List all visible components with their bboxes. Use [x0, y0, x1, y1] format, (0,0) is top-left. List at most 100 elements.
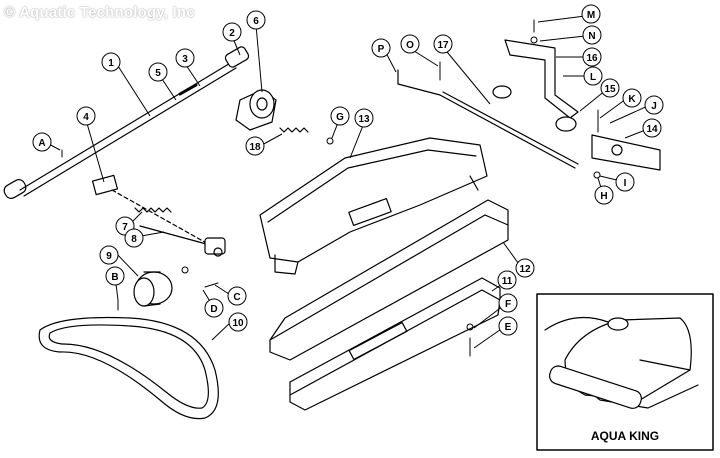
rail-11 — [289, 277, 501, 411]
callout-A: A — [32, 132, 52, 152]
pulley — [133, 271, 173, 307]
callout-circle — [581, 4, 601, 24]
callout-16: 16 — [582, 47, 602, 67]
callout-circle — [354, 108, 374, 128]
callout-2: 2 — [222, 22, 242, 42]
callout-label: 4 — [83, 112, 89, 123]
callout-label: G — [336, 112, 344, 123]
callout-label: H — [600, 191, 607, 202]
drive-belt — [38, 316, 219, 420]
inset-product-view — [536, 293, 714, 451]
callout-circle — [246, 10, 266, 30]
callout-circle — [400, 34, 420, 54]
callout-label: 11 — [502, 276, 513, 287]
callout-circle — [497, 270, 517, 290]
callout-circle — [204, 298, 224, 318]
callout-label: I — [624, 178, 627, 189]
callout-8: 8 — [124, 228, 144, 248]
callout-K: K — [622, 88, 642, 108]
callout-circle — [245, 136, 265, 156]
callout-circle — [644, 95, 664, 115]
lever-arm — [397, 69, 579, 169]
callout-label: 6 — [253, 16, 259, 27]
spring-18 — [279, 127, 309, 133]
callout-O: O — [400, 34, 420, 54]
callout-circle — [600, 78, 620, 98]
callout-circle — [175, 48, 195, 68]
callout-label: B — [111, 272, 118, 283]
callout-label: 7 — [122, 222, 128, 233]
callout-label: 12 — [519, 264, 531, 275]
callout-label: 10 — [232, 318, 244, 329]
callout-circle — [594, 185, 614, 205]
callout-6: 6 — [246, 10, 266, 30]
callout-12: 12 — [515, 258, 535, 278]
callout-14: 14 — [642, 118, 662, 138]
callout-label: K — [628, 94, 636, 105]
callout-label: 15 — [604, 84, 616, 95]
callout-label: 9 — [106, 251, 112, 262]
callout-circle — [99, 245, 119, 265]
callout-circle — [227, 286, 247, 306]
callout-E: E — [498, 316, 518, 336]
callout-circle — [76, 106, 96, 126]
callout-label: J — [651, 101, 657, 112]
callout-circle — [228, 312, 248, 332]
callout-L: L — [583, 66, 603, 86]
callout-label: 5 — [155, 68, 161, 79]
callout-5: 5 — [148, 62, 168, 82]
callout-label: C — [233, 292, 240, 303]
callout-circle — [498, 293, 518, 313]
chassis-plate — [259, 137, 488, 275]
callout-circle — [583, 66, 603, 86]
callout-13: 13 — [354, 108, 374, 128]
callout-circle — [32, 132, 52, 152]
callout-label: E — [505, 322, 512, 333]
callout-label: 14 — [646, 124, 658, 135]
callout-9: 9 — [99, 245, 119, 265]
wheel-assembly — [591, 134, 661, 171]
callout-4: 4 — [76, 106, 96, 126]
callout-B: B — [105, 266, 125, 286]
drive-shaft-rod — [3, 46, 250, 199]
callout-label: 3 — [182, 54, 188, 65]
callout-10: 10 — [228, 312, 248, 332]
callout-circle — [582, 47, 602, 67]
callout-label: N — [588, 31, 595, 42]
callout-15: 15 — [600, 78, 620, 98]
shaft-8 — [139, 225, 226, 257]
callout-label: F — [505, 299, 511, 310]
callout-circle — [642, 118, 662, 138]
callout-label: O — [406, 40, 414, 51]
callout-11: 11 — [497, 270, 517, 290]
callout-1: 1 — [101, 52, 121, 72]
callout-I: I — [615, 172, 635, 192]
callout-17: 17 — [433, 34, 453, 54]
callout-P: P — [371, 38, 391, 58]
callout-D: D — [204, 298, 224, 318]
callout-C: C — [227, 286, 247, 306]
callout-circle — [148, 62, 168, 82]
callout-circle — [515, 258, 535, 278]
copyright-watermark: © Aquatic Technology, Inc — [4, 4, 195, 21]
callout-label: 2 — [229, 28, 235, 39]
callout-circle — [222, 22, 242, 42]
callout-circle — [371, 38, 391, 58]
callout-label: 13 — [358, 114, 370, 125]
gearbox — [235, 89, 277, 131]
inset-caption: AQUA KING — [591, 429, 659, 443]
callout-circle — [615, 172, 635, 192]
callout-circle — [101, 52, 121, 72]
callout-G: G — [330, 106, 350, 126]
callout-F: F — [498, 293, 518, 313]
callout-label: A — [38, 138, 45, 149]
callout-J: J — [644, 95, 664, 115]
callout-circle — [433, 34, 453, 54]
callout-circle — [498, 316, 518, 336]
callout-circle — [105, 266, 125, 286]
callout-label: 17 — [437, 40, 449, 51]
callout-circle — [330, 106, 350, 126]
callout-bubbles: 1 2 3 4 5 6 7 8 9 10 11 12 13 14 15 16 1… — [32, 4, 664, 336]
callout-label: P — [378, 44, 385, 55]
